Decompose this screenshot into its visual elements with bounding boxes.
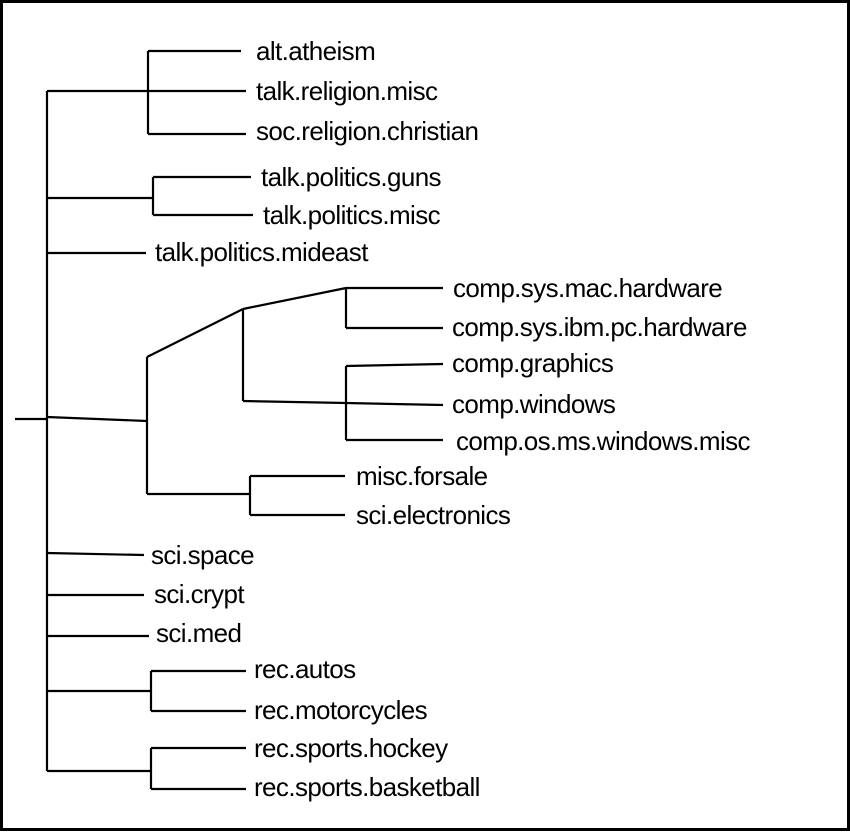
- leaf-label: sci.electronics: [356, 500, 511, 530]
- branch-comp-software: [242, 399, 347, 405]
- leaf-label: soc.religion.christian: [256, 116, 478, 146]
- leaf-label: comp.os.ms.windows.misc: [456, 426, 751, 456]
- branch-tech: [46, 415, 148, 423]
- leaf-label: rec.motorcycles: [254, 695, 428, 725]
- leaf-label: comp.sys.ibm.pc.hardware: [452, 312, 747, 342]
- leaf-label: comp.sys.mac.hardware: [453, 273, 722, 303]
- leaf-label: sci.med: [156, 618, 241, 648]
- leaf-label: rec.sports.hockey: [254, 733, 448, 763]
- leaf-label: talk.politics.misc: [263, 200, 441, 230]
- leaf-labels: alt.atheism talk.religion.misc soc.relig…: [151, 36, 751, 802]
- leaf-label: alt.atheism: [256, 36, 375, 66]
- leaf-label: sci.space: [151, 540, 254, 570]
- leaf-label: comp.windows: [452, 389, 616, 419]
- leaf-label: talk.politics.guns: [261, 162, 442, 192]
- leaf-label: rec.sports.basketball: [254, 772, 480, 802]
- edge-sci-space: [46, 551, 145, 557]
- leaf-label: misc.forsale: [356, 461, 488, 491]
- leaf-label: sci.crypt: [154, 579, 245, 609]
- branch-comp-hardware: [242, 286, 347, 311]
- branch-comp: [146, 308, 244, 358]
- leaf-label: rec.autos: [254, 654, 356, 684]
- leaf-label: talk.politics.mideast: [155, 237, 369, 267]
- dendrogram-edges: [15, 49, 444, 791]
- leaf-label: talk.religion.misc: [256, 76, 438, 106]
- edge-comp-windows: [345, 401, 444, 407]
- leaf-label: comp.graphics: [452, 348, 614, 378]
- dendrogram: alt.atheism talk.religion.misc soc.relig…: [15, 36, 751, 802]
- edge-comp-graphics: [345, 362, 444, 368]
